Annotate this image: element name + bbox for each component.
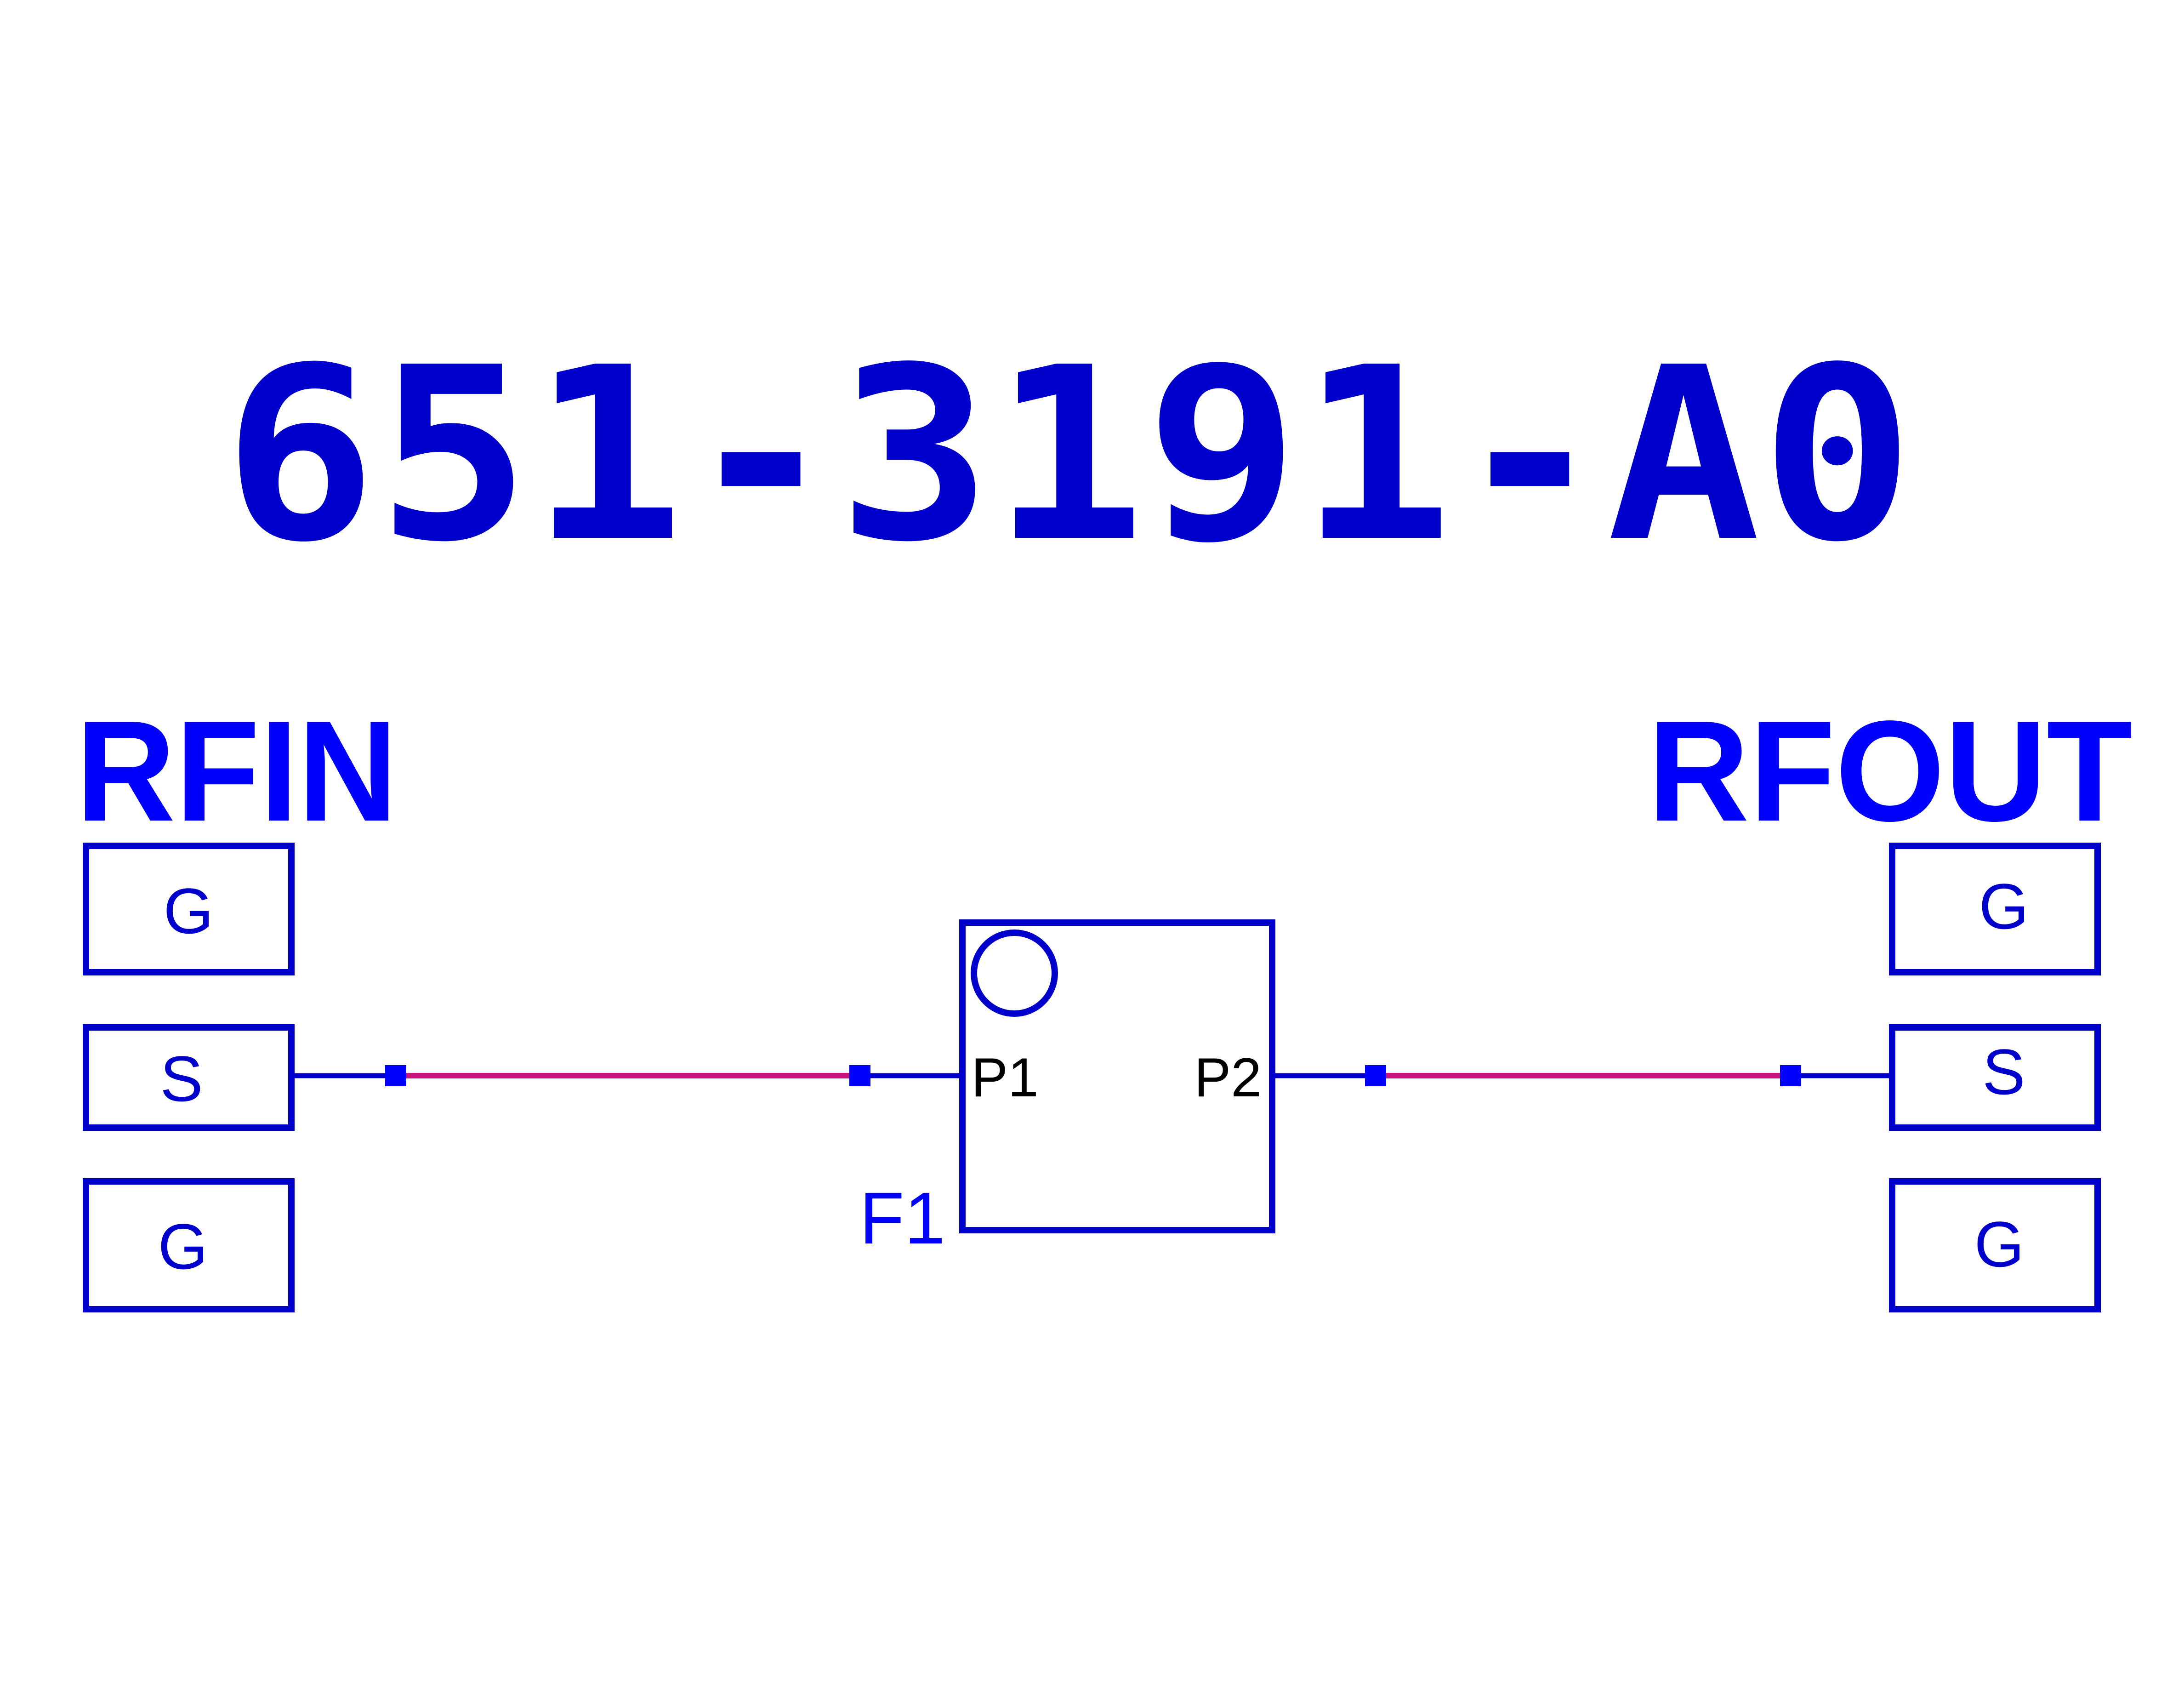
pad-label: G (158, 1210, 208, 1283)
output-pad-ground-top[interactable]: G (1889, 843, 2101, 975)
pin1-label: P1 (971, 1047, 1039, 1108)
pad-label: G (164, 875, 214, 947)
output-port-name: RFOUT (1648, 691, 2133, 851)
output-node-2[interactable] (1780, 1065, 1801, 1086)
input-pad-signal[interactable]: S (83, 1024, 295, 1131)
part-number-title: 651-3191-A0 (223, 316, 1914, 594)
input-pad-ground-top[interactable]: G (83, 843, 295, 975)
component-body[interactable] (959, 919, 1275, 1233)
output-node-1[interactable] (1365, 1065, 1386, 1086)
pad-label: S (160, 1043, 203, 1115)
pad-label: S (1982, 1036, 2025, 1108)
pin1-indicator-circle-icon (971, 930, 1058, 1017)
input-pad-ground-bottom[interactable]: G (83, 1178, 295, 1312)
pad-label: G (1974, 1208, 2025, 1280)
pin2-label: P2 (1194, 1047, 1262, 1108)
input-node-2[interactable] (849, 1065, 870, 1086)
input-port-name: RFIN (76, 691, 398, 851)
input-node-1[interactable] (385, 1065, 406, 1086)
component-f1[interactable]: P1 P2 (959, 919, 1275, 1233)
component-designator: F1 (859, 1177, 945, 1259)
pad-label: G (1979, 870, 2029, 942)
output-pad-signal[interactable]: S (1889, 1024, 2101, 1131)
output-pad-ground-bottom[interactable]: G (1889, 1178, 2101, 1312)
